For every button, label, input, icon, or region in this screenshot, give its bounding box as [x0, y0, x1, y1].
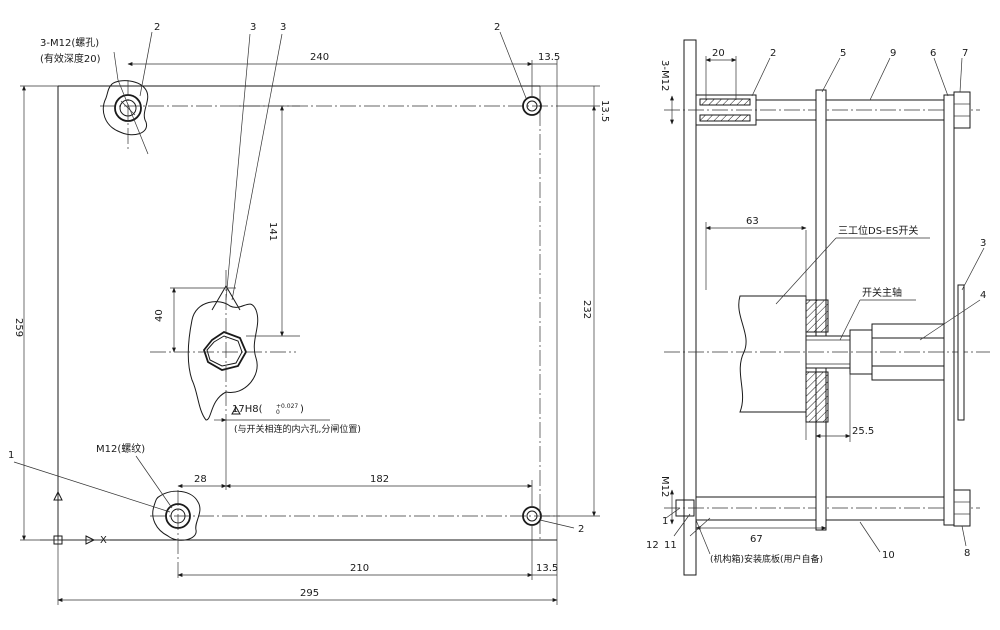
coupling-hatch-upper	[805, 299, 829, 333]
label-m12-top: 3-M12	[659, 60, 670, 91]
leader-side-4	[919, 299, 981, 341]
label-hole-depth: (有效深度20)	[40, 52, 101, 65]
dim-295: 295	[300, 588, 319, 599]
label-m12-bottom: M12	[659, 476, 670, 497]
top-thread-hatch-lower	[699, 114, 751, 122]
hex-hole-breakout	[187, 301, 259, 421]
label-hex-hole: 17H8(	[232, 404, 263, 415]
dim-40: 40	[154, 309, 165, 322]
bottom-nut	[953, 489, 971, 527]
callout-3b: 3	[280, 22, 286, 33]
label-base: (机构箱)安装底板(用户自备)	[710, 553, 823, 565]
leader-side-9	[869, 57, 891, 101]
leader-side-7	[959, 57, 963, 93]
leader-shaft	[839, 299, 861, 341]
top-right-hole-outer	[522, 96, 542, 116]
leader-side-2	[751, 57, 771, 97]
dim-259: 259	[13, 318, 24, 337]
dim-13-5-top: 13.5	[538, 52, 560, 63]
side-callout-6: 6	[930, 48, 936, 59]
leader-mount-holes-cont	[117, 79, 149, 155]
leader-side-8	[961, 525, 967, 547]
callout-3a: 3	[250, 22, 256, 33]
leader-thread	[135, 455, 173, 509]
label-tol-upper: +0.027	[276, 403, 298, 410]
callout-2a: 2	[154, 22, 160, 33]
leader-switch	[775, 237, 837, 305]
side-callout-10: 10	[882, 550, 895, 561]
label-mount-holes: 3-M12(螺孔)	[40, 37, 99, 49]
handle-plate	[957, 284, 965, 421]
side-view: 3-M12 20 2 5 9 6 7 63 三工位DS-ES开关 3 开关主轴 …	[646, 39, 990, 576]
dim-141: 141	[267, 222, 278, 241]
top-thread-hatch-upper	[699, 98, 751, 106]
side-callout-1: 1	[662, 516, 668, 527]
dim-182: 182	[370, 474, 389, 485]
leader-3a	[225, 33, 251, 301]
top-right-hole-inner	[526, 100, 538, 112]
label-tol-close: )	[300, 404, 304, 415]
side-callout-2: 2	[770, 48, 776, 59]
leader-side-10	[859, 521, 881, 553]
axis-arrow-right	[85, 535, 96, 545]
bottom-right-hole-inner	[526, 510, 538, 522]
side-callout-7: 7	[962, 48, 968, 59]
switch-body	[738, 295, 807, 413]
side-callout-4: 4	[980, 290, 986, 301]
top-left-hole-diag	[120, 100, 136, 116]
callout-2b: 2	[494, 22, 500, 33]
side-callout-5: 5	[840, 48, 846, 59]
label-tol-lower: 0	[276, 409, 280, 416]
hex-note-triangle	[231, 405, 241, 415]
label-thread: M12(螺纹)	[96, 442, 145, 455]
bottom-left-breakout	[152, 490, 201, 541]
side-callout-12: 12	[646, 540, 659, 551]
label-hex-note: (与开关相连的内六孔,分闸位置)	[234, 423, 361, 435]
leader-side-11	[689, 517, 711, 537]
dim-63: 63	[746, 216, 759, 227]
leader-side-5	[821, 57, 841, 93]
leader-base	[695, 519, 711, 555]
base-plate	[683, 39, 697, 576]
front-view: 3-M12(螺孔) (有效深度20) 2 3 3 2 240 13.5 13.5…	[8, 22, 610, 605]
leader-2c	[539, 519, 575, 529]
dim-13-5-bottom: 13.5	[536, 563, 558, 574]
side-callout-3: 3	[980, 238, 986, 249]
leader-2a	[139, 31, 153, 97]
side-callout-11: 11	[664, 540, 677, 551]
dim-25-5: 25.5	[852, 426, 874, 437]
dim-240: 240	[310, 52, 329, 63]
top-left-breakout	[102, 80, 149, 136]
leader-2b	[499, 31, 527, 99]
leader-mount-holes	[113, 51, 119, 81]
callout-1: 1	[8, 450, 14, 461]
plate-6	[943, 94, 955, 526]
leader-1	[13, 461, 171, 513]
dim-13-5-side: 13.5	[599, 100, 610, 122]
dim-232: 232	[581, 300, 592, 319]
callout-2c: 2	[578, 524, 584, 535]
dim-20: 20	[712, 48, 725, 59]
hex-hole-inner	[206, 335, 243, 367]
coupling-hatch-lower	[805, 371, 829, 423]
dim-28: 28	[194, 474, 207, 485]
label-switch: 三工位DS-ES开关	[838, 224, 918, 237]
label-shaft: 开关主轴	[862, 286, 902, 299]
side-callout-9: 9	[890, 48, 896, 59]
leader-3b	[231, 33, 283, 301]
leader-side-6	[933, 57, 949, 97]
hex-hole	[202, 330, 248, 371]
leader-side-3	[961, 247, 985, 291]
axis-x-label: X	[100, 535, 107, 546]
axis-arrow-up	[53, 490, 63, 501]
side-callout-8: 8	[964, 548, 970, 559]
leader-side-1	[665, 507, 681, 519]
top-nut	[953, 91, 971, 129]
dim-210: 210	[350, 563, 369, 574]
dim-67: 67	[750, 534, 763, 545]
leader-side-12	[673, 513, 691, 537]
